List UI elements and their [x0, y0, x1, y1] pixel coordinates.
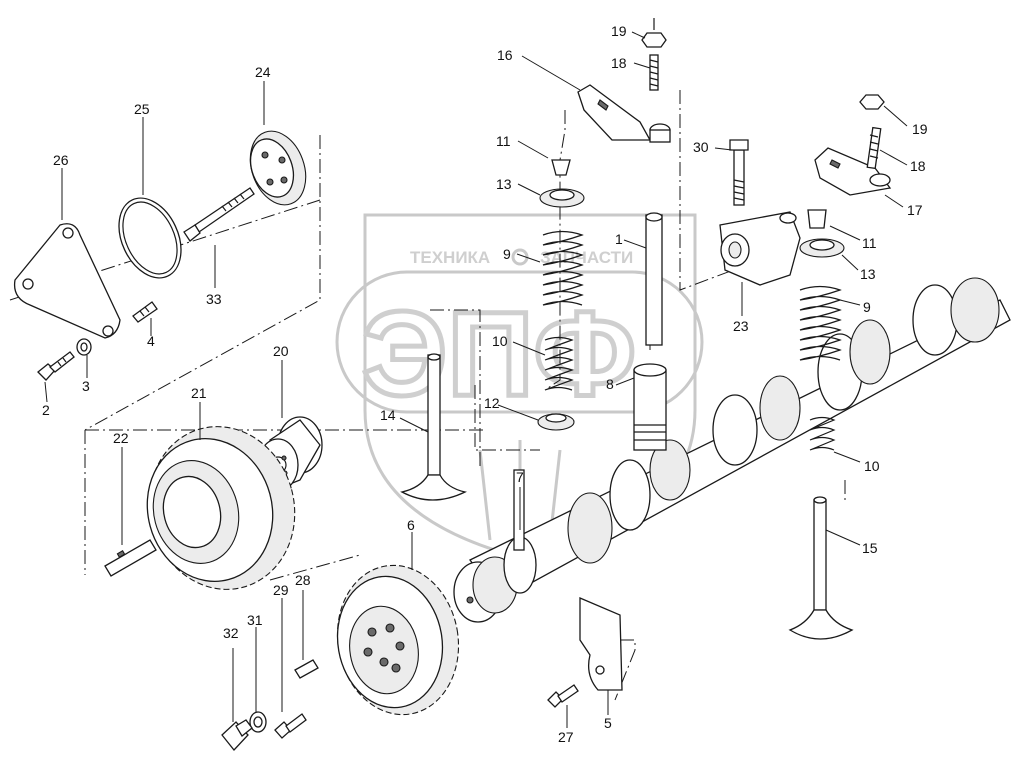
bolt-32	[221, 719, 253, 751]
watermark-text-left: ТЕХНИКА	[410, 248, 490, 267]
callout-2: 2	[42, 402, 50, 418]
callout-10-right: 10	[864, 458, 880, 474]
callout-19-right: 19	[912, 121, 928, 137]
stud	[132, 301, 158, 323]
callout-32: 32	[223, 625, 239, 641]
o-ring-seal	[118, 197, 182, 279]
callout-28: 28	[295, 572, 311, 588]
rocker-shaft-bolt	[729, 139, 749, 206]
thrust-plate	[249, 130, 307, 206]
callout-3: 3	[82, 378, 90, 394]
callout-7: 7	[516, 469, 524, 485]
spring-seat-center	[537, 413, 575, 431]
nut-right	[859, 94, 885, 110]
rocker-arm-right	[814, 147, 892, 196]
callout-13-right: 13	[860, 266, 876, 282]
adjust-screw-center	[649, 54, 659, 91]
thrust-bracket	[579, 597, 623, 691]
washer-31	[249, 711, 267, 733]
bolt-left	[37, 351, 75, 381]
front-cover-plate	[13, 223, 121, 339]
callout-6: 6	[407, 517, 415, 533]
pushrod	[645, 212, 663, 346]
callout-8: 8	[606, 376, 614, 392]
cam-gear	[336, 564, 460, 716]
callout-12: 12	[484, 395, 500, 411]
callout-19-center: 19	[611, 23, 627, 39]
callout-21: 21	[191, 385, 207, 401]
callout-4: 4	[147, 333, 155, 349]
tappet	[633, 363, 667, 451]
callout-labels: 19 18 16 11 13 9 1 10 12 8 14 7 24 25 26…	[42, 23, 928, 745]
callout-10-center: 10	[492, 333, 508, 349]
callout-25: 25	[134, 101, 150, 117]
long-bolt	[183, 187, 255, 242]
rocker-arm-center	[577, 84, 671, 143]
callout-11-center: 11	[496, 133, 511, 149]
bolt-27	[547, 684, 579, 708]
inner-spring-right	[809, 416, 836, 451]
spring-retainer-right	[799, 238, 845, 258]
watermark-text-right: ЗАПЧАСТИ	[540, 248, 633, 267]
callout-14: 14	[380, 407, 396, 423]
callout-20: 20	[273, 343, 289, 359]
outer-spring-right	[799, 285, 842, 361]
callout-24: 24	[255, 64, 271, 80]
callout-5: 5	[604, 715, 612, 731]
callout-22: 22	[113, 430, 129, 446]
callout-15: 15	[862, 540, 878, 556]
watermark: ТЕХНИКА ЗАПЧАСТИ ЭПФ	[335, 213, 704, 562]
callout-11-right: 11	[862, 235, 877, 251]
idler-shaft	[104, 539, 157, 577]
bolt-29	[274, 713, 307, 739]
callout-13-center: 13	[496, 176, 512, 192]
washer-left	[76, 338, 92, 356]
callout-9-center: 9	[503, 246, 511, 262]
spring-retainer-center	[539, 188, 585, 208]
outer-spring-center	[542, 230, 584, 306]
callout-29: 29	[273, 582, 289, 598]
valve-guide	[513, 469, 525, 551]
cotter-right	[807, 209, 827, 229]
callout-18-right: 18	[910, 158, 926, 174]
idler-gear	[146, 426, 296, 590]
callout-33: 33	[206, 291, 222, 307]
camshaft	[453, 277, 1011, 623]
intake-valve	[400, 353, 467, 501]
leader-lines	[44, 31, 908, 728]
inner-spring-center	[544, 336, 574, 391]
adjust-screw-right	[866, 126, 882, 170]
rocker-bracket	[719, 211, 801, 286]
watermark-logo: ЭПФ	[362, 287, 636, 421]
callout-30: 30	[693, 139, 709, 155]
cotter-center	[551, 159, 571, 176]
callout-27: 27	[558, 729, 574, 745]
callout-18-center: 18	[611, 55, 627, 71]
callout-9-right: 9	[863, 299, 871, 315]
callout-26: 26	[53, 152, 69, 168]
callout-1: 1	[615, 231, 623, 247]
exhaust-valve	[788, 496, 854, 640]
dowel-pin	[294, 659, 319, 679]
callout-17: 17	[907, 202, 923, 218]
nut-center	[641, 18, 667, 48]
callout-23: 23	[733, 318, 749, 334]
callout-16: 16	[497, 47, 513, 63]
callout-31: 31	[247, 612, 263, 628]
